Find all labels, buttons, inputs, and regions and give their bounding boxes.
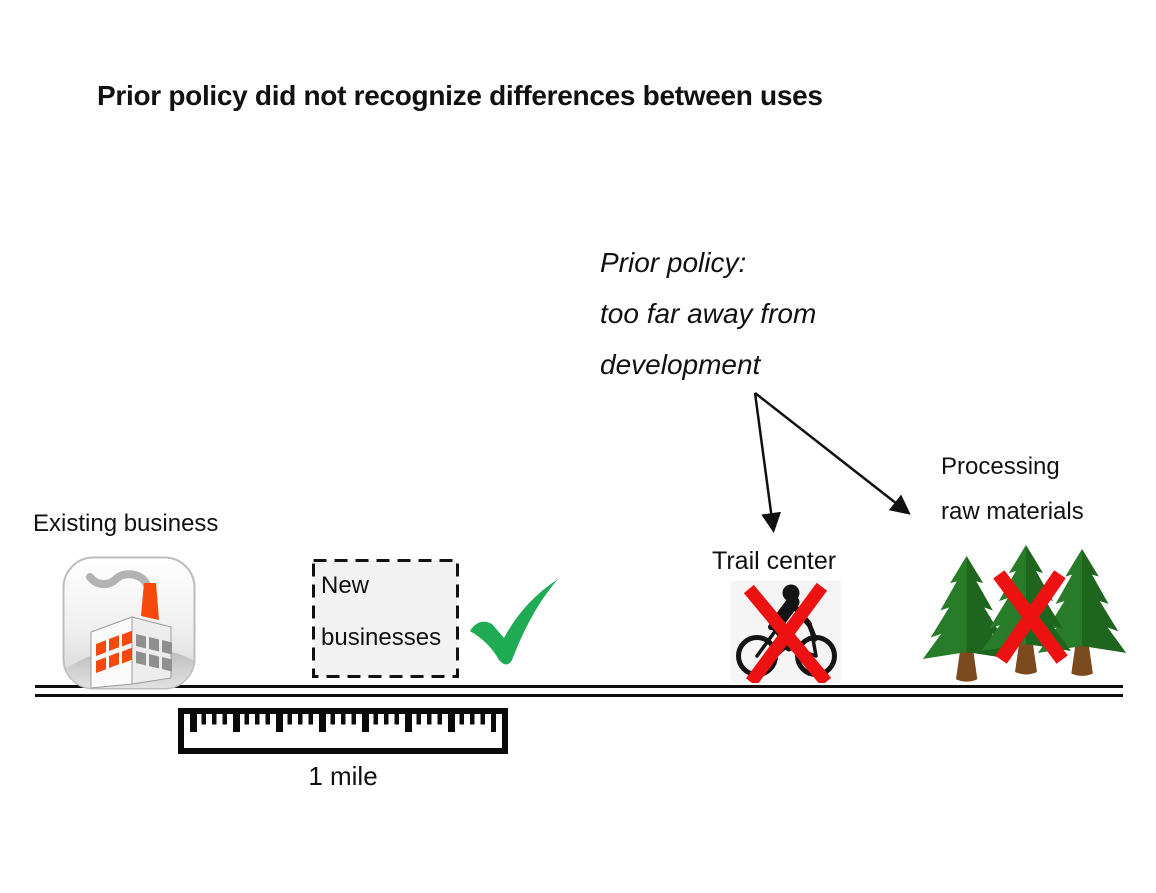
annotation-line-3: development (600, 349, 761, 380)
annotation-line-2: too far away from (600, 298, 817, 329)
annotation-line-1: Prior policy: (600, 247, 747, 278)
arrow-to-processing-icon (754, 392, 911, 515)
cyclist-icon (731, 581, 841, 683)
pine-trees-icon (923, 545, 1127, 682)
one-mile-label: 1 mile (308, 761, 378, 791)
red-x-icon-trees (993, 570, 1068, 664)
dashed-border (312, 559, 459, 678)
processing-label-line1: Processing (941, 453, 1060, 480)
slide-title: Prior policy did not recognize differenc… (97, 80, 823, 111)
new-businesses-label-line2: businesses (321, 624, 442, 651)
trail-center-label: Trail center (712, 547, 837, 575)
green-checkmark-icon (470, 579, 558, 665)
factory-windows-gray (136, 634, 172, 672)
factory-windows-orange (96, 630, 132, 673)
red-x-icon-trail (743, 582, 832, 683)
factory-icon (62, 556, 196, 690)
arrow-to-trail-center-icon (753, 392, 782, 533)
processing-label-line2: raw materials (941, 498, 1084, 525)
ground-line-bottom (35, 694, 1123, 697)
factory-smoke (86, 570, 151, 589)
new-businesses-box: New businesses (312, 559, 459, 678)
ruler-icon (178, 708, 508, 754)
ground-line-top (35, 685, 1123, 688)
processing-label: Processing raw materials (941, 444, 1084, 534)
existing-business-label: Existing business (33, 510, 219, 537)
new-businesses-label-line1: New (321, 572, 370, 599)
prior-policy-annotation: Prior policy: too far away from developm… (600, 237, 816, 390)
factory-chimney (141, 583, 159, 620)
